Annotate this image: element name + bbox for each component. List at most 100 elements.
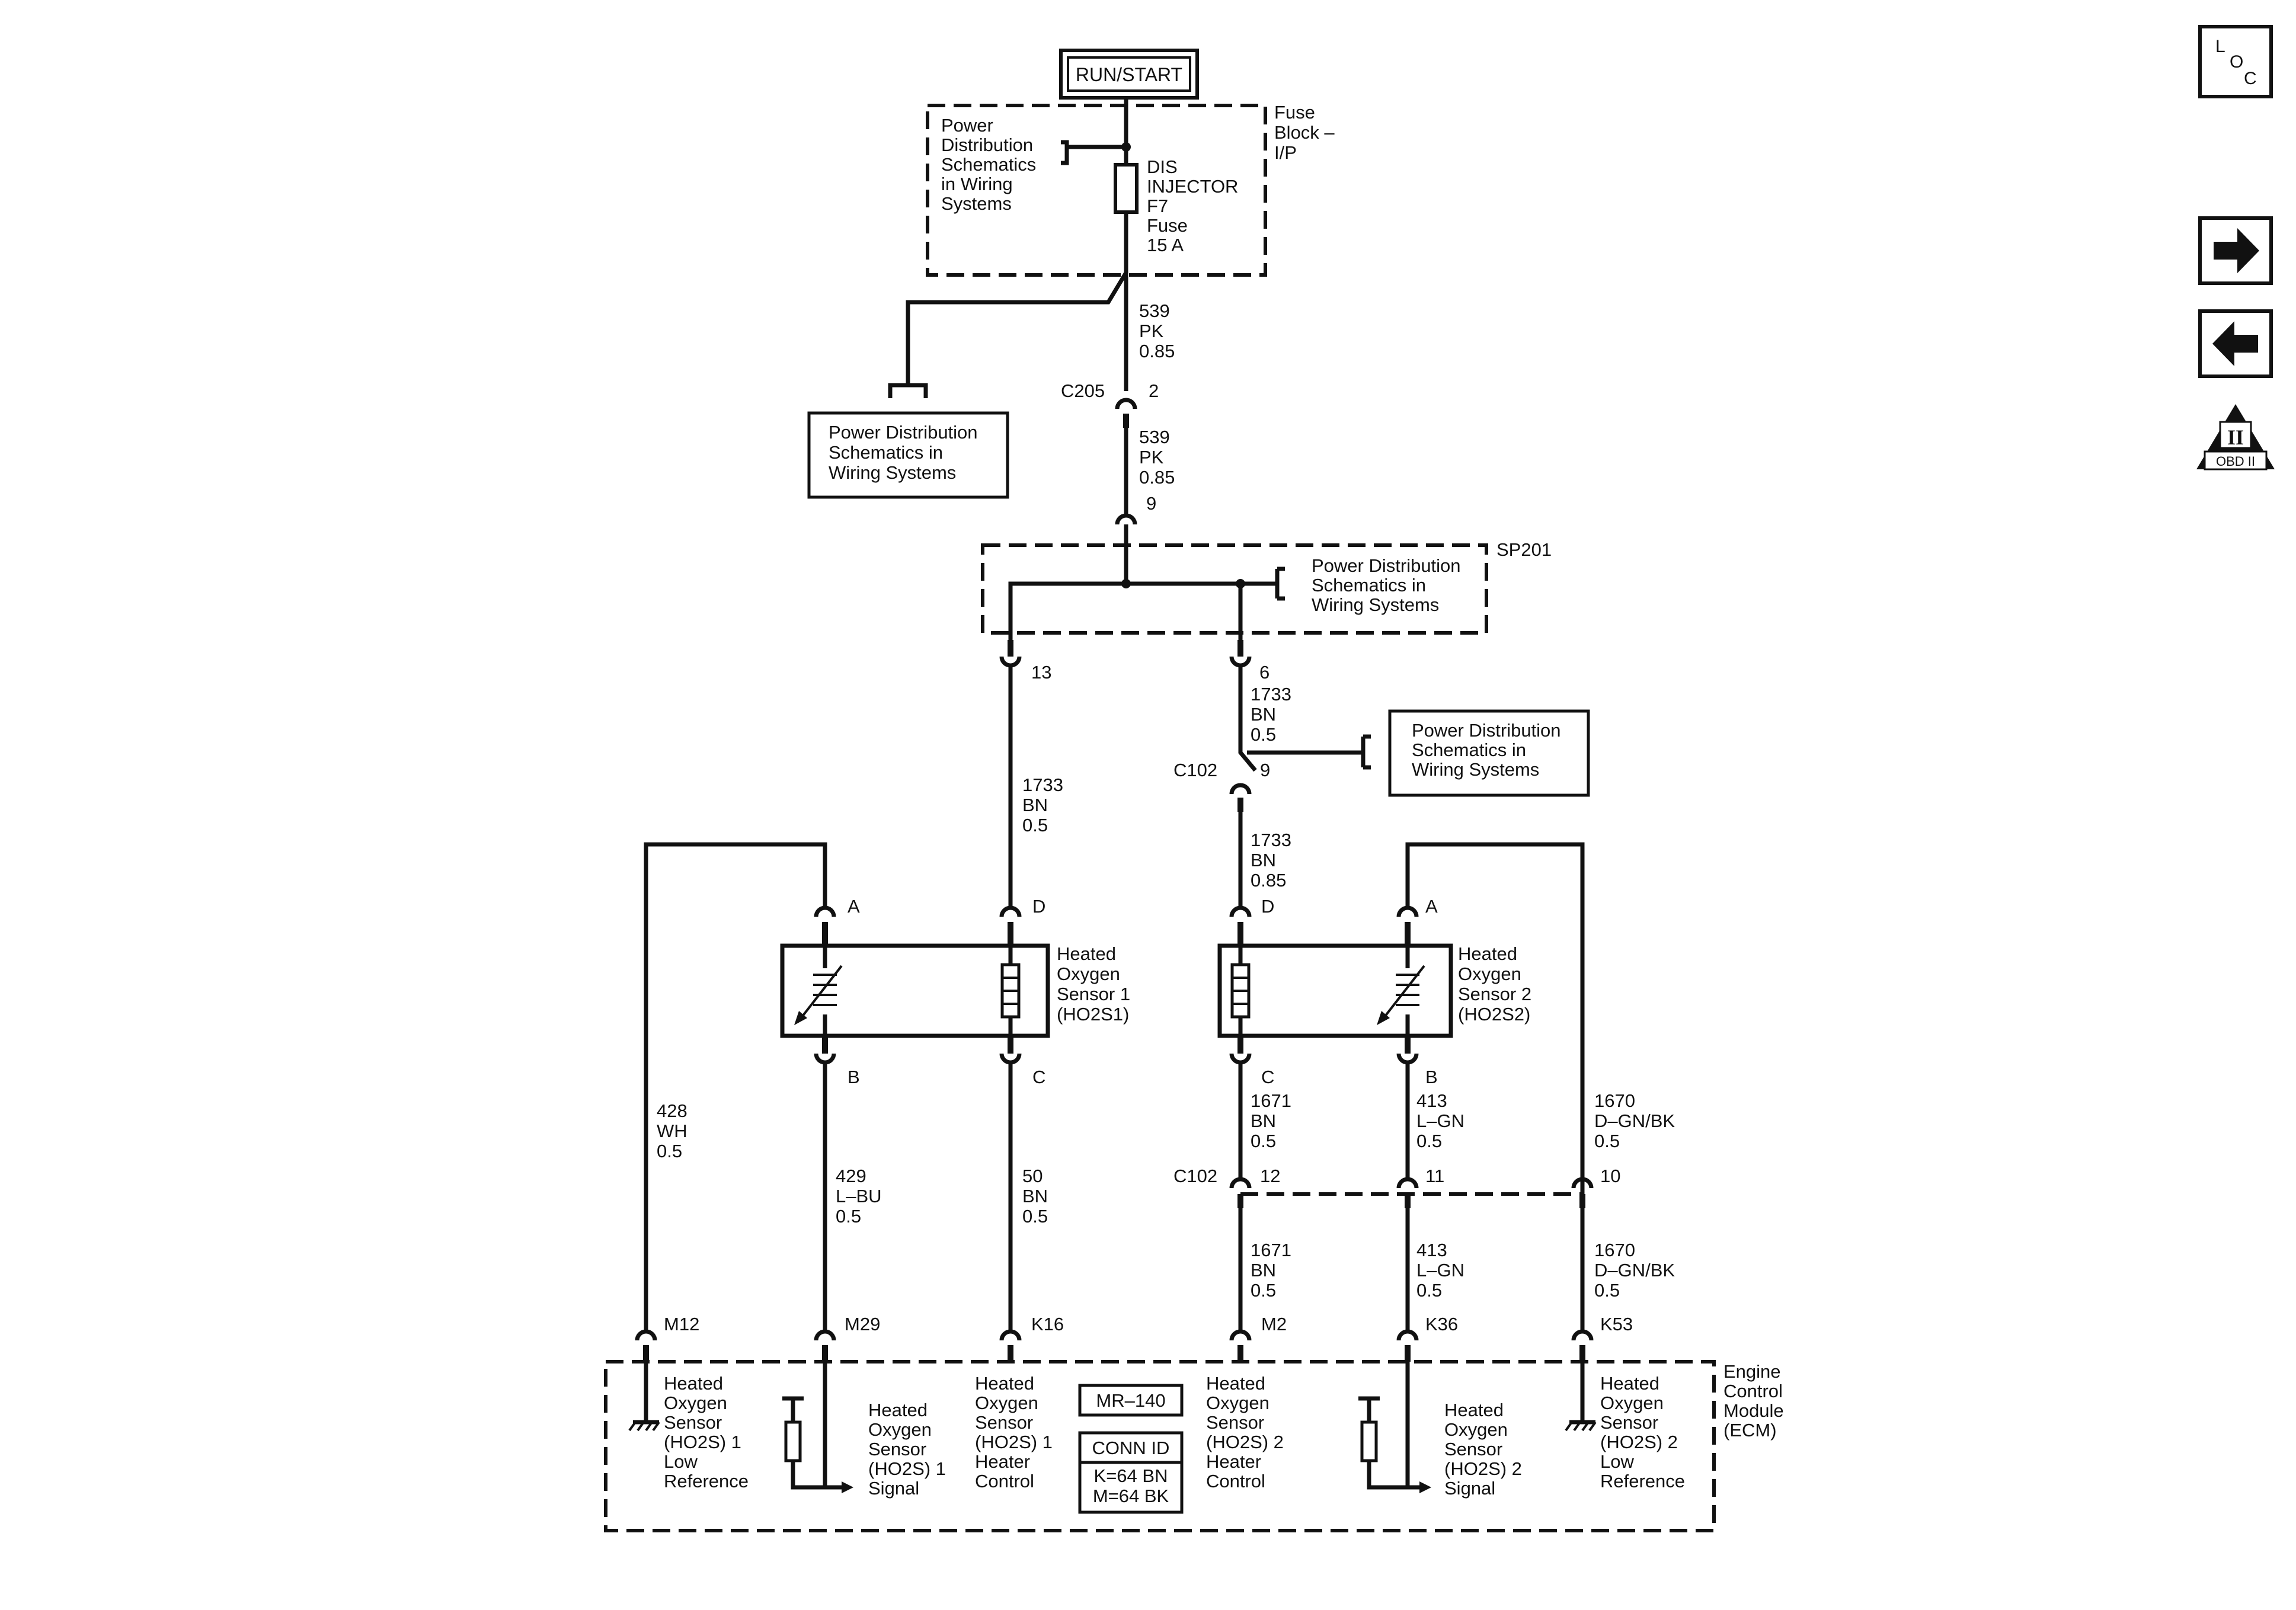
wire-413-upper-label: 413 L–GN 0.5 [1416, 1090, 1464, 1151]
svg-text:Oxygen: Oxygen [1444, 1419, 1508, 1440]
sensor-1-pins-top: A D [814, 896, 1045, 946]
wire-1733-lower-label: 1733 BN 0.85 [1251, 830, 1291, 891]
splice-sp201: SP201 [981, 539, 1552, 640]
svg-text:6: 6 [1259, 662, 1269, 683]
ecm-m29-label: Heated Oxygen Sensor (HO2S) 1 Signal [868, 1400, 946, 1499]
svg-text:Sensor 2: Sensor 2 [1458, 984, 1531, 1004]
svg-text:Fuse: Fuse [1274, 102, 1315, 123]
svg-text:M12: M12 [664, 1314, 699, 1334]
engine-control-module: Engine Control Module (ECM) Heated Oxyge… [604, 1360, 1784, 1532]
obd-ii-label: OBD II [2216, 454, 2255, 469]
svg-text:Sensor: Sensor [1444, 1439, 1502, 1459]
svg-text:M2: M2 [1261, 1314, 1287, 1334]
sensor-1-pins-bottom: B C [814, 1036, 1045, 1087]
arrow-left-icon [2212, 321, 2258, 366]
ecm-title: Engine Control Module (ECM) [1723, 1361, 1784, 1441]
svg-text:11: 11 [1425, 1166, 1444, 1186]
svg-text:Block –: Block – [1274, 122, 1335, 143]
svg-text:9: 9 [1146, 493, 1156, 514]
svg-text:BN: BN [1251, 1110, 1276, 1131]
heated-oxygen-sensor-1 [780, 943, 1050, 1038]
run-start-label: RUN/START [1076, 64, 1182, 85]
svg-text:CONN ID: CONN ID [1092, 1438, 1170, 1458]
svg-text:Oxygen: Oxygen [868, 1419, 932, 1440]
svg-text:K16: K16 [1031, 1314, 1064, 1334]
svg-text:0.5: 0.5 [1022, 1206, 1048, 1227]
wire-539-lower-label: 539 PK 0.85 [1139, 427, 1175, 488]
svg-text:BN: BN [1022, 795, 1048, 815]
svg-text:Heated: Heated [664, 1373, 723, 1394]
fuse-f7-symbol [1114, 163, 1139, 214]
svg-text:Oxygen: Oxygen [975, 1393, 1038, 1413]
ecm-k16-label: Heated Oxygen Sensor (HO2S) 1 Heater Con… [975, 1373, 1053, 1491]
svg-text:Sensor: Sensor [664, 1412, 722, 1433]
svg-text:D: D [1261, 896, 1274, 917]
svg-text:0.5: 0.5 [657, 1141, 682, 1161]
svg-text:Heated: Heated [868, 1400, 928, 1420]
fuse-f7-label: DIS INJECTOR F7 Fuse 15 A [1147, 156, 1238, 255]
ecm-m2-label: Heated Oxygen Sensor (HO2S) 2 Heater Con… [1206, 1373, 1284, 1491]
svg-text:Low: Low [1600, 1451, 1634, 1472]
svg-text:Heated: Heated [975, 1373, 1034, 1394]
svg-text:K36: K36 [1425, 1314, 1458, 1334]
svg-text:Wiring Systems: Wiring Systems [829, 462, 956, 483]
svg-text:Distribution: Distribution [941, 135, 1033, 155]
svg-text:Signal: Signal [868, 1478, 919, 1499]
svg-text:Oxygen: Oxygen [1600, 1393, 1664, 1413]
svg-text:539: 539 [1139, 427, 1170, 447]
svg-text:Power Distribution: Power Distribution [1312, 555, 1461, 576]
svg-text:1671: 1671 [1251, 1090, 1291, 1111]
svg-text:15 A: 15 A [1147, 235, 1184, 255]
mr-140-box: MR–140 [1078, 1384, 1184, 1417]
svg-text:Oxygen: Oxygen [1057, 964, 1120, 984]
svg-text:(HO2S) 1: (HO2S) 1 [975, 1432, 1053, 1452]
svg-text:L–BU: L–BU [836, 1186, 882, 1206]
ecm-k36-label: Heated Oxygen Sensor (HO2S) 2 Signal [1444, 1400, 1522, 1499]
svg-text:Fuse: Fuse [1147, 215, 1188, 236]
obd-ii-button[interactable]: II OBD II [2196, 404, 2275, 470]
svg-text:1733: 1733 [1022, 774, 1063, 795]
svg-text:Power: Power [941, 115, 993, 136]
fuse-block: Fuse Block – I/P Power Distribution Sche… [926, 102, 1335, 277]
svg-text:(ECM): (ECM) [1723, 1420, 1777, 1441]
power-distribution-ref-right: Power Distribution Schematics in Wiring … [1388, 709, 1590, 797]
wire-50-label: 50 BN 0.5 [1022, 1166, 1048, 1227]
svg-text:(HO2S) 2: (HO2S) 2 [1444, 1458, 1522, 1479]
connector-c205: C205 2 [1061, 380, 1159, 428]
svg-text:Schematics: Schematics [941, 154, 1036, 175]
svg-text:Schematics in: Schematics in [829, 442, 943, 463]
svg-text:Power Distribution: Power Distribution [1412, 720, 1561, 741]
svg-text:0.5: 0.5 [1594, 1280, 1620, 1301]
loc-letter-o: O [2230, 52, 2243, 72]
svg-text:Heated: Heated [1444, 1400, 1504, 1420]
svg-text:0.85: 0.85 [1139, 341, 1175, 361]
connector-c102-upper: C102 9 [1173, 760, 1270, 812]
svg-text:Heated: Heated [1206, 1373, 1265, 1394]
svg-text:Control: Control [1206, 1471, 1265, 1491]
svg-text:413: 413 [1416, 1240, 1447, 1260]
ecm-m12-label: Heated Oxygen Sensor (HO2S) 1 Low Refere… [664, 1373, 749, 1491]
svg-text:B: B [1425, 1067, 1438, 1087]
loc-button[interactable]: L O C [2198, 25, 2273, 98]
svg-text:Sensor: Sensor [975, 1412, 1033, 1433]
svg-text:Control: Control [1723, 1381, 1783, 1401]
svg-text:(HO2S) 1: (HO2S) 1 [664, 1432, 741, 1452]
svg-text:M=64 BK: M=64 BK [1093, 1486, 1169, 1506]
wire-1670-upper-label: 1670 D–GN/BK 0.5 [1594, 1090, 1675, 1151]
svg-text:Oxygen: Oxygen [1458, 964, 1521, 984]
svg-text:C102: C102 [1173, 1166, 1217, 1186]
svg-text:D–GN/BK: D–GN/BK [1594, 1260, 1675, 1281]
svg-text:L–GN: L–GN [1416, 1110, 1464, 1131]
svg-text:2: 2 [1149, 380, 1159, 401]
svg-text:A: A [1425, 896, 1438, 917]
svg-text:539: 539 [1139, 300, 1170, 321]
svg-text:D–GN/BK: D–GN/BK [1594, 1110, 1675, 1131]
svg-text:1670: 1670 [1594, 1090, 1635, 1111]
next-arrow-button[interactable] [2198, 216, 2273, 285]
conn-id-box: CONN ID K=64 BN M=64 BK [1078, 1431, 1184, 1514]
svg-text:Heated: Heated [1458, 943, 1517, 964]
svg-text:429: 429 [836, 1166, 866, 1186]
svg-text:BN: BN [1251, 850, 1276, 870]
previous-arrow-button[interactable] [2198, 309, 2273, 378]
svg-text:C102: C102 [1173, 760, 1217, 780]
